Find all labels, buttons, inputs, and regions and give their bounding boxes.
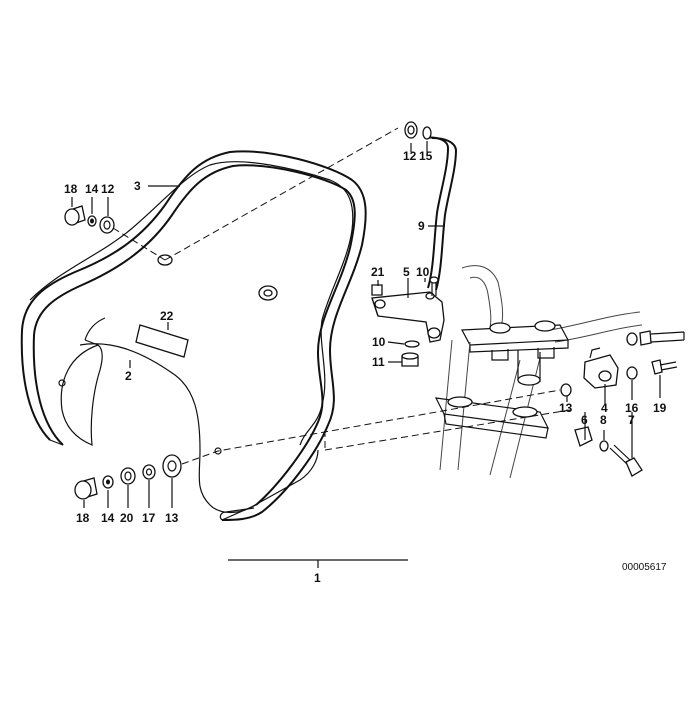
nut-12-top [404,121,418,139]
screw-upper-right [626,330,685,346]
callout-12-top: 12 [403,149,417,163]
callout-20: 20 [120,511,134,525]
callout-8: 8 [600,413,607,427]
leader-lines [71,141,661,568]
screw-7 [609,444,643,477]
washer-14-upper [87,215,97,227]
assembly-lines [112,127,571,465]
callout-6: 6 [581,413,588,427]
clamp-bracket-4 [583,347,619,389]
cap-nut-18-lower [74,477,98,500]
callout-labels: 18 14 12 3 12 15 9 21 5 10 22 10 11 2 13… [64,149,667,585]
handlebar-fork-assembly [434,265,643,479]
callout-18-upper: 18 [64,182,78,196]
mount-hole-lower [214,447,222,455]
washer-10-lower [404,340,420,348]
callout-10-lower: 10 [372,335,386,349]
callout-7: 7 [628,413,635,427]
callout-16: 16 [625,401,639,415]
screw-19 [651,359,678,375]
callout-14-upper: 14 [85,182,99,196]
callout-14-lower: 14 [101,511,115,525]
clip-6 [574,426,593,447]
edge-trim [20,150,367,521]
callout-5: 5 [403,265,410,279]
washer-16 [626,366,638,380]
callout-13-right: 13 [559,401,573,415]
callout-15: 15 [419,149,433,163]
nut-11 [401,352,419,367]
stay-rod [424,136,458,291]
bush-17 [142,464,156,480]
rubber-12-upper [99,216,115,234]
rubber-13-lower [162,454,182,478]
washer-14-lower [102,475,114,489]
callout-19: 19 [653,401,667,415]
callout-3: 3 [134,179,141,193]
washer-13-right [560,383,572,397]
callout-13-lower: 13 [165,511,179,525]
callout-4: 4 [601,401,608,415]
sticker-22 [135,324,189,358]
callout-2: 2 [125,369,132,383]
callout-18-lower: 18 [76,511,90,525]
callout-21: 21 [371,265,385,279]
callout-9: 9 [418,219,425,233]
callout-12-upper: 12 [101,182,115,196]
callout-17: 17 [142,511,156,525]
callout-1: 1 [314,571,321,585]
cap-nut-18-upper [64,205,86,226]
drawing-number: 00005617 [622,562,667,573]
callout-10-upper: 10 [416,265,430,279]
callout-22: 22 [160,309,174,323]
washer-8 [599,440,609,452]
washer-10-upper [429,276,439,296]
mounting-bracket-5 [371,284,445,343]
washer-15 [422,126,432,140]
callout-11: 11 [372,355,385,369]
sleeve-20 [120,467,136,485]
